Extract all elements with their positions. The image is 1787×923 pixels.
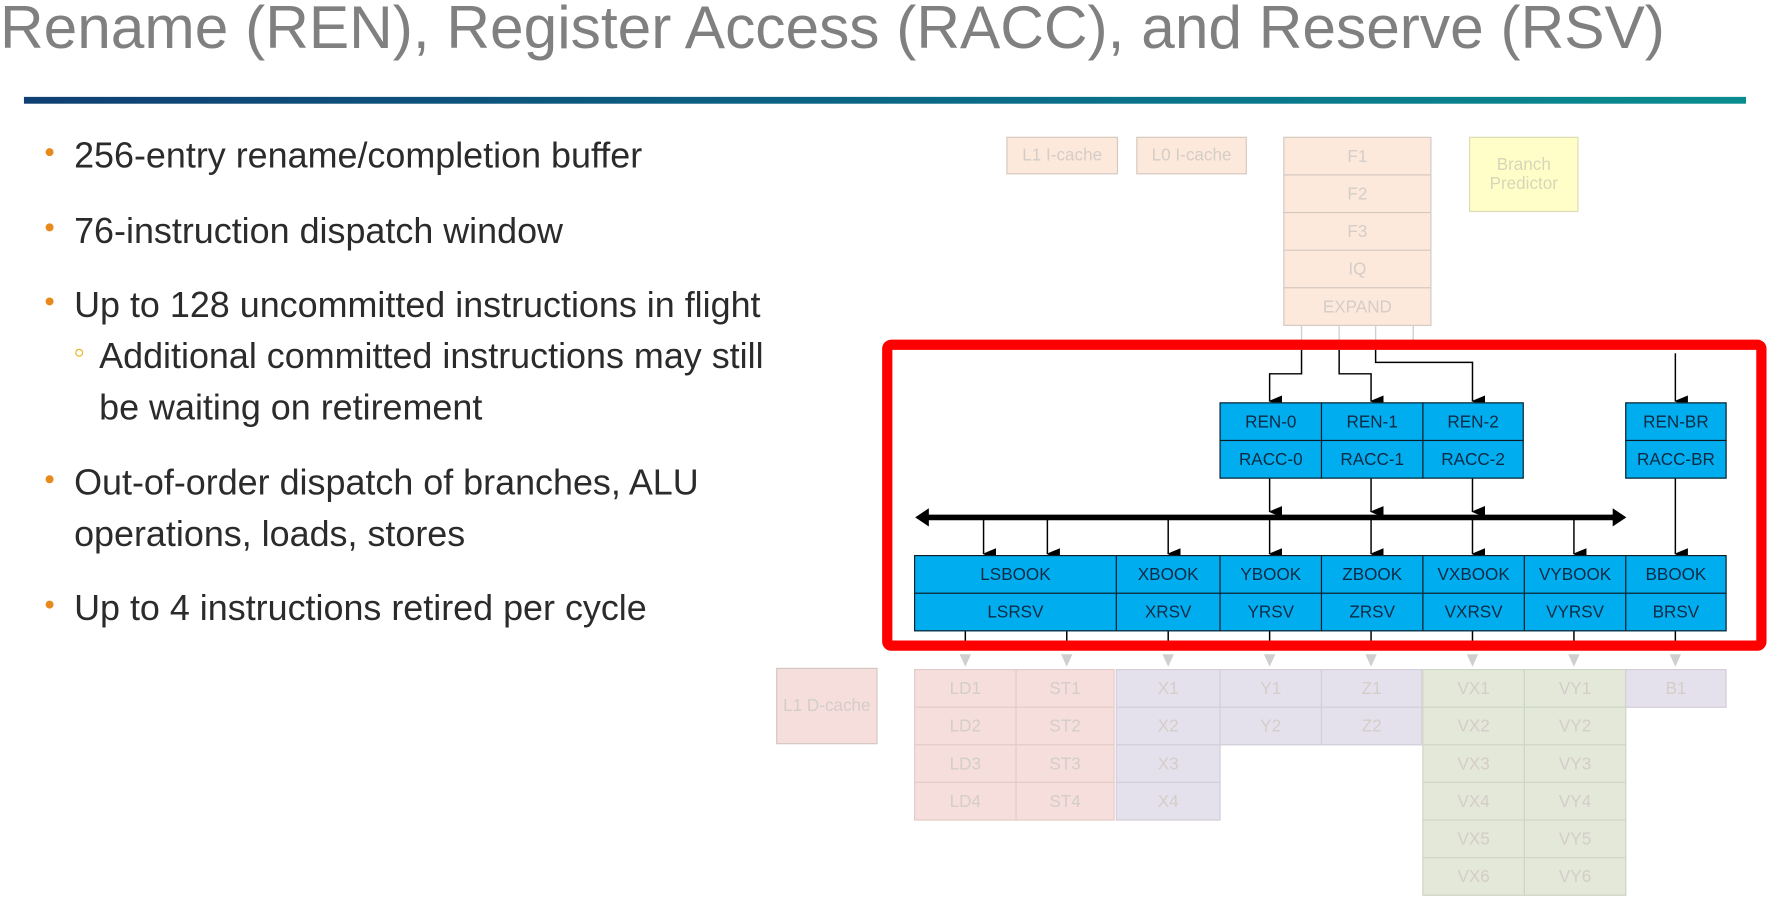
ybook-block: YBOOK — [1219, 555, 1323, 594]
ren-0-block: REN-0 — [1219, 402, 1323, 442]
ld1-stage: LD1 — [914, 669, 1017, 708]
st1-stage: ST1 — [1015, 669, 1115, 708]
ren-1-block: REN-1 — [1320, 402, 1424, 442]
b1-stage: B1 — [1625, 669, 1727, 708]
vx4-stage: VX4 — [1422, 781, 1525, 821]
book-input-arrows — [982, 519, 1587, 560]
rsv-output-lines — [964, 630, 1677, 642]
xrsv-block: XRSV — [1115, 592, 1221, 632]
lsrsv-block: LSRSV — [914, 592, 1117, 632]
bullet-icon — [45, 297, 54, 306]
brsv-block: BRSV — [1625, 592, 1727, 632]
branch-predictor-block: Branch Predictor — [1469, 136, 1579, 212]
vy4-stage: VY4 — [1523, 781, 1627, 821]
zrsv-block: ZRSV — [1320, 592, 1424, 632]
slide-title: Rename (REN), Register Access (RACC), an… — [0, 0, 1665, 62]
vy6-stage: VY6 — [1523, 857, 1627, 896]
vy1-stage: VY1 — [1523, 669, 1627, 708]
st4-stage: ST4 — [1015, 781, 1115, 821]
vx5-stage: VX5 — [1422, 819, 1525, 859]
st2-stage: ST2 — [1015, 706, 1115, 746]
bullet-icon — [45, 475, 54, 484]
lsbook-block: LSBOOK — [914, 555, 1117, 594]
x2-stage: X2 — [1115, 706, 1221, 746]
title-divider — [23, 96, 1747, 104]
y2-stage: Y2 — [1219, 706, 1323, 746]
vy5-stage: VY5 — [1523, 819, 1627, 859]
highlight-box — [882, 339, 1767, 651]
vx1-stage: VX1 — [1422, 669, 1525, 708]
ld4-stage: LD4 — [914, 781, 1017, 821]
bullet-icon — [45, 600, 54, 609]
vxbook-block: VXBOOK — [1422, 555, 1525, 594]
z2-stage: Z2 — [1320, 706, 1423, 746]
fetch-stage-expand: EXPAND — [1283, 287, 1432, 326]
bullet-icon — [45, 223, 54, 232]
l1-icache-block: L1 I-cache — [1006, 136, 1119, 175]
racc-2-block: RACC-2 — [1422, 439, 1524, 479]
racc-br-block: RACC-BR — [1625, 439, 1727, 479]
x3-stage: X3 — [1115, 744, 1221, 783]
l1-dcache-block: L1 D-cache — [776, 667, 878, 745]
vx6-stage: VX6 — [1422, 857, 1525, 896]
bullet-icon — [45, 148, 54, 157]
fetch-stage-f3: F3 — [1283, 211, 1432, 251]
y1-stage: Y1 — [1219, 669, 1323, 708]
x1-stage: X1 — [1115, 669, 1221, 708]
x4-stage: X4 — [1115, 781, 1221, 821]
bus-arrow-left-icon — [915, 508, 929, 527]
expand-output-lines — [1300, 325, 1414, 342]
execution-input-arrows — [959, 654, 1682, 667]
racc-1-block: RACC-1 — [1320, 439, 1424, 479]
z1-stage: Z1 — [1320, 669, 1423, 708]
sub-bullet-icon — [75, 348, 84, 357]
l0-icache-block: L0 I-cache — [1136, 136, 1247, 175]
vxrsv-block: VXRSV — [1422, 592, 1525, 632]
vx3-stage: VX3 — [1422, 744, 1525, 783]
fetch-stage-f1: F1 — [1283, 136, 1432, 176]
vy2-stage: VY2 — [1523, 706, 1627, 746]
ld3-stage: LD3 — [914, 744, 1017, 783]
bbook-block: BBOOK — [1625, 555, 1727, 594]
ren-br-block: REN-BR — [1625, 402, 1727, 442]
racc-0-block: RACC-0 — [1219, 439, 1323, 479]
vx2-stage: VX2 — [1422, 706, 1525, 746]
yrsv-block: YRSV — [1219, 592, 1323, 632]
rename-input-arrows — [1268, 349, 1688, 560]
vyrsv-block: VYRSV — [1523, 592, 1627, 632]
st3-stage: ST3 — [1015, 744, 1115, 783]
vy3-stage: VY3 — [1523, 744, 1627, 783]
ld2-stage: LD2 — [914, 706, 1017, 746]
bus-arrow-right-icon — [1612, 508, 1627, 527]
dispatch-bus — [915, 508, 1627, 527]
